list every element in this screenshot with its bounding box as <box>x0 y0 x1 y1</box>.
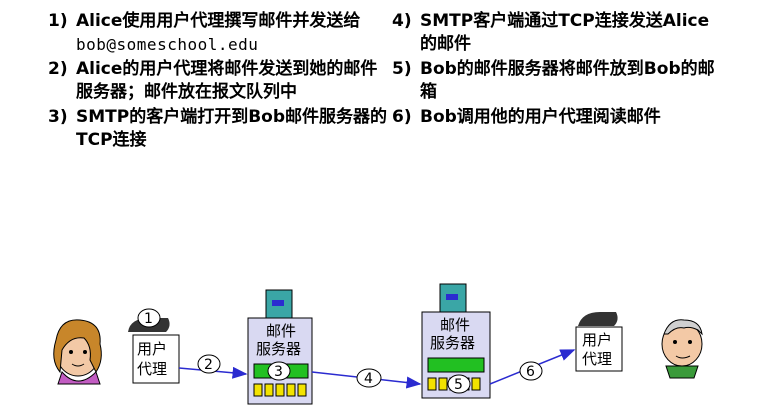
agent-left-line1: 用户 <box>137 340 167 358</box>
server-tower-icon <box>439 283 467 315</box>
step-2: 2) Alice的用户代理将邮件发送到她的邮件服务器；邮件放在报文队列中 <box>48 58 388 104</box>
server-left-line2: 服务器 <box>256 340 301 358</box>
step-text: SMTP客户端通过TCP连接发送Alice的邮件 <box>420 11 710 54</box>
step-number: 1) <box>48 11 68 31</box>
steps-left: 1) Alice使用用户代理撰写邮件并发送给 bob@someschool.ed… <box>48 10 388 154</box>
marker-6: 6 <box>519 361 543 381</box>
marker-1: 1 <box>137 308 161 328</box>
step-number: 5) <box>392 59 412 79</box>
server-right-line2: 服务器 <box>430 334 475 352</box>
svg-text:4: 4 <box>364 371 373 387</box>
step-number: 4) <box>392 11 412 31</box>
agent-left-line2: 代理 <box>137 360 167 378</box>
agent-right-line1: 用户 <box>582 331 612 349</box>
step-number: 6) <box>392 107 412 127</box>
marker-2: 2 <box>197 354 221 374</box>
step-4: 4) SMTP客户端通过TCP连接发送Alice的邮件 <box>392 10 722 56</box>
step-3: 3) SMTP的客户端打开到Bob邮件服务器的TCP连接 <box>48 106 388 152</box>
bob-person-icon <box>661 319 703 379</box>
email-address: bob@someschool.edu <box>76 35 259 54</box>
marker-4: 4 <box>356 368 382 388</box>
step-text: Alice的用户代理将邮件发送到她的邮件服务器；邮件放在报文队列中 <box>76 59 378 102</box>
server-left-line1: 邮件 <box>266 322 296 340</box>
step-6: 6) Bob调用他的用户代理阅读邮件 <box>392 106 722 129</box>
alice-person-icon <box>53 319 102 385</box>
user-agent-right: 用户 代理 <box>575 312 623 372</box>
marker-3: 3 <box>267 361 291 381</box>
mail-server-left: 邮件 服务器 <box>247 289 313 405</box>
message-queue <box>427 357 485 373</box>
agent-right-line2: 代理 <box>582 350 612 368</box>
step-number: 2) <box>48 59 68 79</box>
svg-text:1: 1 <box>144 311 153 327</box>
step-number: 3) <box>48 107 68 127</box>
svg-text:2: 2 <box>204 357 213 373</box>
step-text: Alice使用用户代理撰写邮件并发送给 <box>76 11 361 31</box>
svg-text:6: 6 <box>526 364 535 380</box>
server-right-line1: 邮件 <box>440 316 470 334</box>
svg-text:3: 3 <box>274 364 283 380</box>
steps-right: 4) SMTP客户端通过TCP连接发送Alice的邮件 5) Bob的邮件服务器… <box>392 10 722 131</box>
step-1: 1) Alice使用用户代理撰写邮件并发送给 bob@someschool.ed… <box>48 10 388 56</box>
step-5: 5) Bob的邮件服务器将邮件放到Bob的邮箱 <box>392 58 722 104</box>
mailbox-slots <box>253 383 307 397</box>
step-text: Bob的邮件服务器将邮件放到Bob的邮箱 <box>420 59 715 102</box>
step-text: Bob调用他的用户代理阅读邮件 <box>420 107 661 127</box>
step-text: SMTP的客户端打开到Bob邮件服务器的TCP连接 <box>76 107 388 150</box>
user-agent-left: 用户 代理 <box>128 318 180 384</box>
svg-text:5: 5 <box>454 377 463 393</box>
marker-5: 5 <box>447 374 471 394</box>
